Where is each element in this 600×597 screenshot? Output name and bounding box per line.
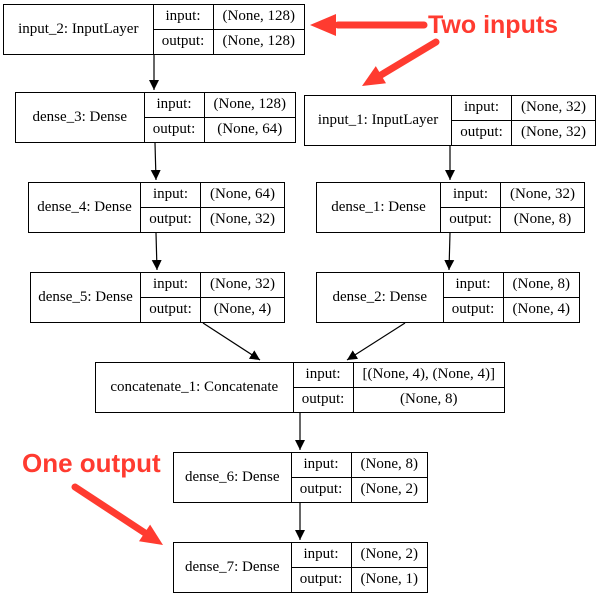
output-shape: (None, 32) <box>210 211 275 228</box>
output-shape: (None, 1) <box>360 571 418 588</box>
io-table: input: [(None, 4), (None, 4)] output: (N… <box>293 363 504 412</box>
output-label: output: <box>441 207 502 232</box>
layer-node-concatenate-1: concatenate_1: Concatenate input: [(None… <box>95 362 505 413</box>
layer-node-dense-7: dense_7: Dense input: (None, 2) output: … <box>173 542 428 593</box>
output-label: output: <box>141 297 202 322</box>
output-shape: (None, 128) <box>222 33 295 50</box>
output-label: output: <box>452 120 513 145</box>
two-inputs-arrow-diagonal <box>362 38 440 86</box>
input-label: input: <box>141 273 202 298</box>
layer-node-dense-2: dense_2: Dense input: (None, 8) output: … <box>316 272 580 323</box>
input-label: input: <box>293 363 354 388</box>
edge-dense4-dense5 <box>151 232 162 271</box>
edge-dense3-dense4 <box>150 142 161 181</box>
io-table: input: (None, 32) output: (None, 32) <box>452 96 595 145</box>
output-label: output: <box>292 567 352 592</box>
layer-name: dense_3: Dense <box>16 93 145 142</box>
io-table: input: (None, 32) output: (None, 8) <box>441 183 584 232</box>
io-table: input: (None, 64) output: (None, 32) <box>141 183 284 232</box>
edge-dense2-concat <box>346 322 406 361</box>
layer-node-input-1: input_1: InputLayer input: (None, 32) ou… <box>304 95 596 146</box>
input-shape: (None, 32) <box>501 183 584 208</box>
io-table: input: (None, 32) output: (None, 4) <box>141 273 284 322</box>
input-shape: (None, 128) <box>204 93 295 118</box>
output-label: output: <box>145 117 205 142</box>
output-shape: (None, 8) <box>513 211 572 228</box>
layer-name: input_1: InputLayer <box>305 96 453 145</box>
output-label: output: <box>141 207 202 232</box>
output-shape: (None, 8) <box>400 391 458 408</box>
input-shape: (None, 32) <box>201 273 284 298</box>
layer-node-dense-5: dense_5: Dense input: (None, 32) output:… <box>30 272 285 323</box>
two-inputs-arrow-horizontal <box>310 14 428 36</box>
input-shape: (None, 8) <box>503 273 579 298</box>
output-shape: (None, 64) <box>217 121 283 138</box>
layer-name: concatenate_1: Concatenate <box>96 363 294 412</box>
layer-node-dense-4: dense_4: Dense input: (None, 64) output:… <box>28 182 285 233</box>
io-table: input: (None, 8) output: (None, 2) <box>291 453 427 502</box>
layer-name: dense_1: Dense <box>317 183 442 232</box>
layer-name: input_2: InputLayer <box>4 5 154 54</box>
edge-dense5-concat <box>202 322 261 361</box>
io-table: input: (None, 128) output: (None, 128) <box>153 5 304 54</box>
input-label: input: <box>441 183 502 208</box>
input-shape: (None, 64) <box>201 183 284 208</box>
one-output-label: One output <box>22 448 161 478</box>
output-label: output: <box>154 29 214 54</box>
edge-dense1-dense2 <box>444 232 455 271</box>
input-shape: (None, 2) <box>351 543 427 568</box>
input-label: input: <box>443 273 504 298</box>
input-shape: (None, 8) <box>351 453 427 478</box>
input-shape: (None, 128) <box>213 5 304 30</box>
layer-name: dense_5: Dense <box>31 273 142 322</box>
two-inputs-label: Two inputs <box>428 11 559 39</box>
input-shape: [(None, 4), (None, 4)] <box>353 363 504 388</box>
input-label: input: <box>452 96 513 121</box>
output-label: output: <box>444 297 504 322</box>
input-shape: (None, 32) <box>512 96 595 121</box>
output-shape: (None, 2) <box>360 481 418 498</box>
input-label: input: <box>141 183 202 208</box>
layer-node-dense-1: dense_1: Dense input: (None, 32) output:… <box>316 182 585 233</box>
layer-name: dense_7: Dense <box>174 543 292 592</box>
input-label: input: <box>291 453 352 478</box>
one-output-arrow <box>71 483 163 545</box>
io-table: input: (None, 8) output: (None, 4) <box>443 273 579 322</box>
output-shape: (None, 32) <box>521 124 586 141</box>
layer-name: dense_6: Dense <box>174 453 292 502</box>
input-label: input: <box>291 543 352 568</box>
layer-node-dense-3: dense_3: Dense input: (None, 128) output… <box>15 92 296 143</box>
output-label: output: <box>292 477 352 502</box>
layer-node-dense-6: dense_6: Dense input: (None, 8) output: … <box>173 452 428 503</box>
layer-node-input-2: input_2: InputLayer input: (None, 128) o… <box>3 4 305 55</box>
input-label: input: <box>144 93 205 118</box>
io-table: input: (None, 2) output: (None, 1) <box>291 543 427 592</box>
output-shape: (None, 4) <box>213 301 272 318</box>
input-label: input: <box>153 5 214 30</box>
output-shape: (None, 4) <box>512 301 570 318</box>
layer-name: dense_2: Dense <box>317 273 444 322</box>
output-label: output: <box>294 387 354 412</box>
io-table: input: (None, 128) output: (None, 64) <box>144 93 295 142</box>
layer-name: dense_4: Dense <box>29 183 142 232</box>
